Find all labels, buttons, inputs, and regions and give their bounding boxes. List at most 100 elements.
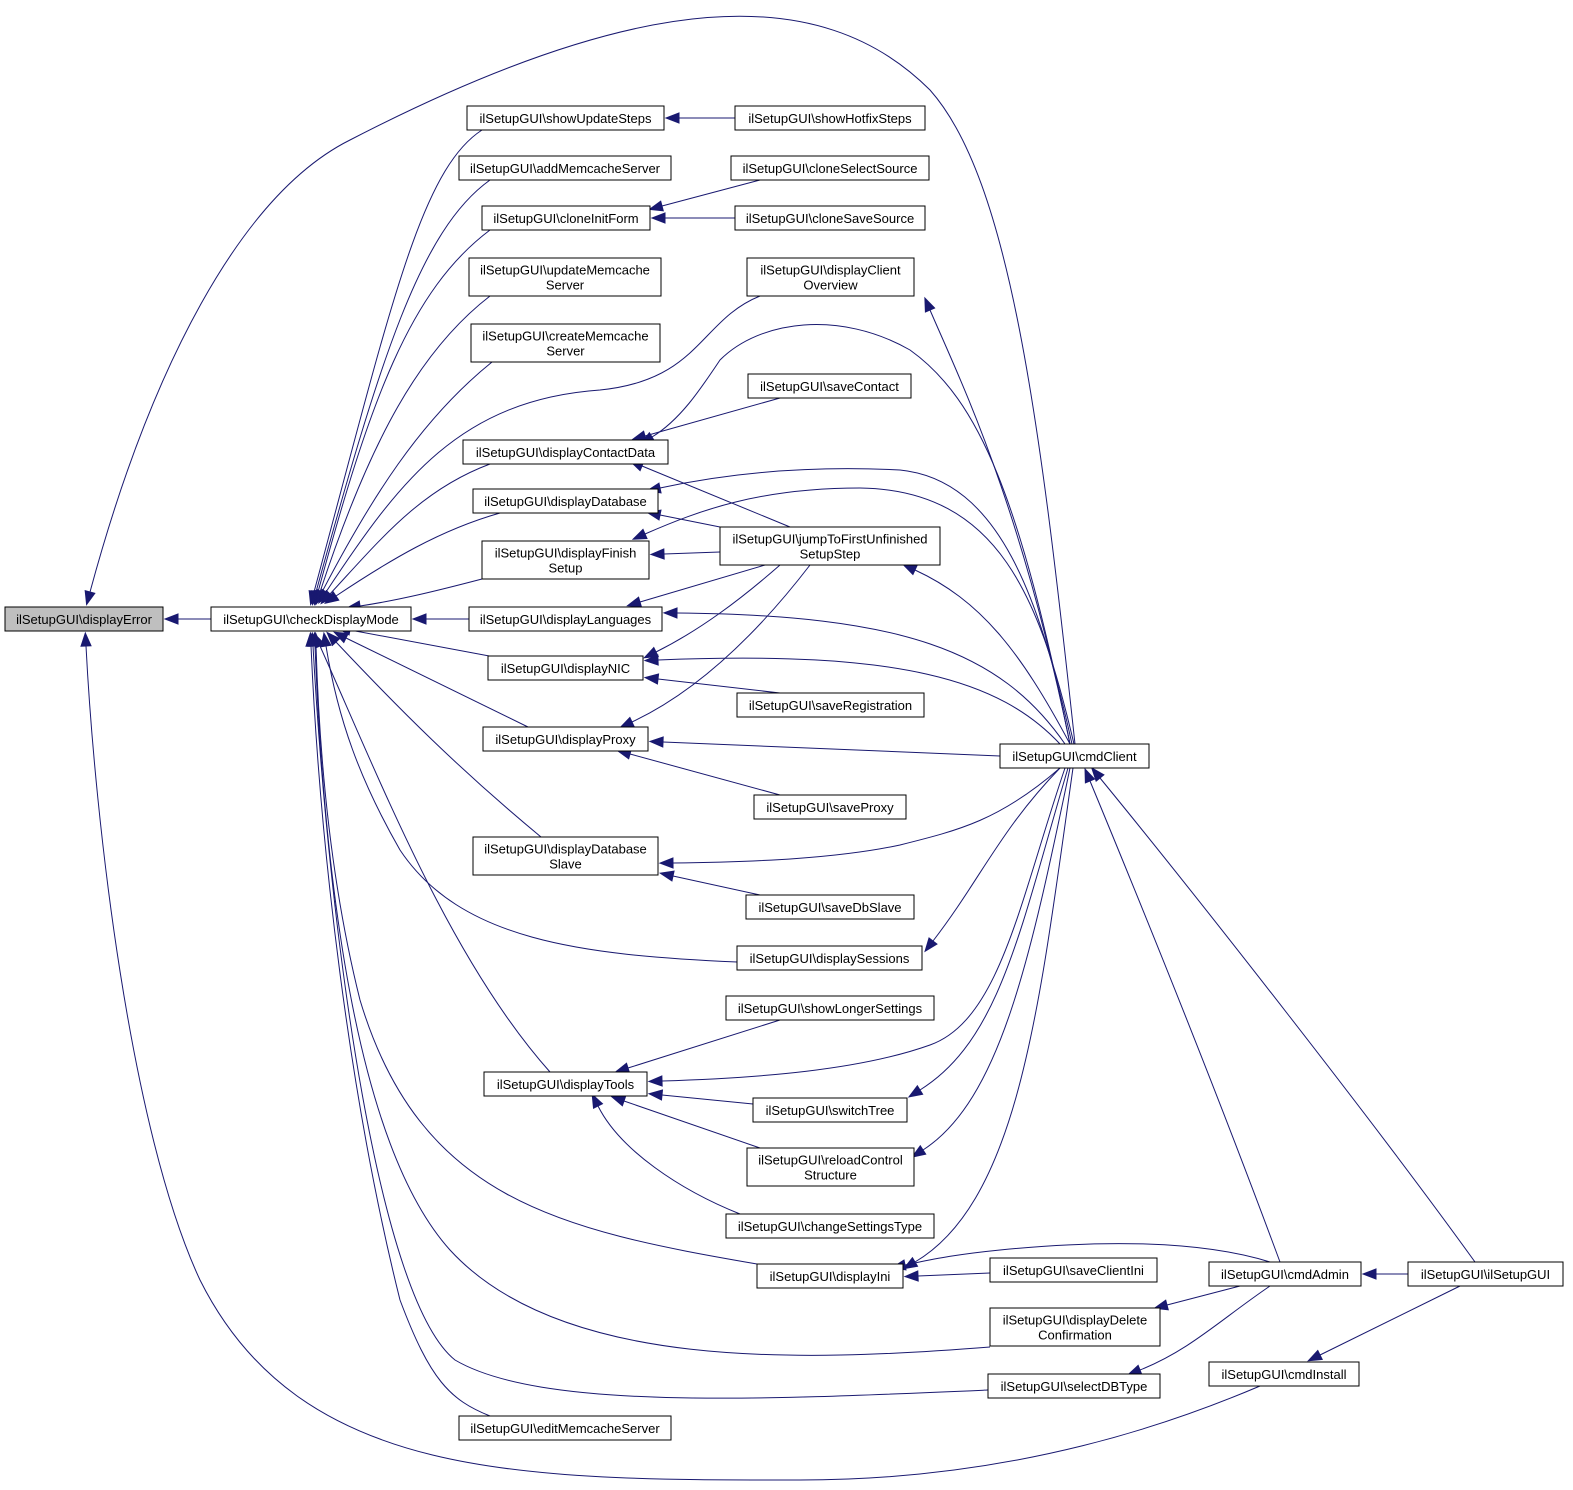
node-clone-init-form[interactable]: ilSetupGUI\cloneInitForm [481,205,651,231]
node-add-memcache-server[interactable]: ilSetupGUI\addMemcacheServer [458,155,672,181]
edge-jump-to-first-unfinished-setup-step-to-display-languages [626,564,766,608]
arrowhead-icon [648,736,664,748]
node-box [1208,1261,1362,1287]
node-jump-to-first-unfinished-setup-step[interactable]: ilSetupGUI\jumpToFirstUnfinishedSetupSte… [719,526,941,566]
node-display-sessions[interactable]: ilSetupGUI\displaySessions [736,945,923,971]
node-cmd-install[interactable]: ilSetupGUI\cmdInstall [1208,1361,1360,1387]
arrowhead-icon [1361,1268,1377,1280]
node-label: ilSetupGUI\displayDatabase [484,842,647,857]
node-show-hotfix-steps[interactable]: ilSetupGUI\showHotfixSteps [734,105,926,131]
node-display-error[interactable]: ilSetupGUI\displayError [4,606,164,632]
arrowhead-icon [1307,1349,1323,1362]
node-label: ilSetupGUI\displayContactData [476,445,656,460]
arrowhead-icon [618,716,635,729]
arrowhead-icon [411,613,427,625]
node-display-contact-data[interactable]: ilSetupGUI\displayContactData [462,439,669,465]
node-box [989,1257,1158,1283]
node-save-client-ini[interactable]: ilSetupGUI\saveClientIni [989,1257,1158,1283]
edge-cmd-admin-to-select-dbtype [1126,1285,1271,1376]
arrowhead-icon [650,212,666,224]
node-save-proxy[interactable]: ilSetupGUI\saveProxy [753,794,907,820]
arrowhead-icon [643,654,659,666]
node-box [725,995,935,1021]
edge-display-database-slave-to-check-display-mode [326,631,542,838]
node-save-db-slave[interactable]: ilSetupGUI\saveDbSlave [745,894,915,920]
node-switch-tree[interactable]: ilSetupGUI\switchTree [752,1097,908,1123]
node-show-update-steps[interactable]: ilSetupGUI\showUpdateSteps [466,105,665,131]
edge-line [315,645,758,1265]
edge-line [676,612,1066,745]
arrowhead-icon [901,563,918,576]
node-il-setup-gui[interactable]: ilSetupGUI\ilSetupGUI [1407,1261,1564,1287]
edge-line [661,1094,754,1105]
edge-il-setup-gui-to-cmd-install [1307,1285,1461,1362]
node-cmd-admin[interactable]: ilSetupGUI\cmdAdmin [1208,1261,1362,1287]
edge-line [85,645,1261,1481]
arrowhead-icon [614,1062,631,1074]
arrowhead-icon [907,1084,924,1098]
node-select-dbtype[interactable]: ilSetupGUI\selectDBType [987,1373,1161,1399]
node-box [734,205,926,231]
node-box [468,257,662,297]
node-label: ilSetupGUI\selectDBType [1001,1379,1148,1394]
node-box [736,692,925,718]
edge-line [672,875,761,896]
edge-line [659,514,721,528]
edge-line [914,569,1071,745]
node-display-tools[interactable]: ilSetupGUI\displayTools [483,1071,648,1097]
node-box [753,794,907,820]
node-box [987,1373,1161,1399]
node-box [4,606,164,632]
node-box [458,1415,672,1441]
edge-cmd-client-to-switch-tree [907,767,1069,1098]
edge-line [651,324,1071,745]
edge-il-setup-gui-to-cmd-client [1090,766,1476,1263]
edge-line [629,753,781,796]
node-box [210,606,412,632]
edge-edit-memcache-server-to-check-display-mode [305,631,491,1417]
arrowhead-icon [643,673,660,685]
node-label: ilSetupGUI\saveDbSlave [758,900,901,915]
edge-check-display-mode-to-display-error [163,613,211,625]
edge-display-sessions-to-check-display-mode [320,631,738,963]
arrowhead-icon [324,590,340,604]
edge-line [1139,1285,1271,1371]
arrowhead-icon [658,870,675,882]
node-display-ini[interactable]: ilSetupGUI\displayIni [756,1263,904,1289]
node-cmd-client[interactable]: ilSetupGUI\cmdClient [999,743,1150,769]
node-display-database[interactable]: ilSetupGUI\displayDatabase [472,488,659,514]
edge-save-db-slave-to-display-database-slave [658,870,761,896]
node-change-settings-type[interactable]: ilSetupGUI\changeSettingsType [725,1213,935,1239]
node-box [483,1071,648,1097]
node-box [745,894,915,920]
node-display-proxy[interactable]: ilSetupGUI\displayProxy [482,726,649,752]
edge-line [641,465,791,528]
node-edit-memcache-server[interactable]: ilSetupGUI\editMemcacheServer [458,1415,672,1441]
arrowhead-icon [647,1075,663,1087]
node-save-registration[interactable]: ilSetupGUI\saveRegistration [736,692,925,718]
node-clone-select-source[interactable]: ilSetupGUI\cloneSelectSource [730,155,930,181]
edge-save-contact-to-display-contact-data [631,397,781,442]
arrowhead-icon [631,528,648,540]
edge-line [644,397,781,437]
arrowhead-icon [305,631,317,647]
node-box [730,155,930,181]
edge-line [623,1100,761,1149]
node-display-nic[interactable]: ilSetupGUI\displayNIC [487,655,644,681]
node-display-languages[interactable]: ilSetupGUI\displayLanguages [468,606,663,632]
node-show-longer-settings[interactable]: ilSetupGUI\showLongerSettings [725,995,935,1021]
node-label: SetupStep [800,547,861,562]
edge-line [661,767,1066,1082]
arrowhead-icon [1084,767,1096,784]
node-check-display-mode[interactable]: ilSetupGUI\checkDisplayMode [210,606,412,632]
node-clone-save-source[interactable]: ilSetupGUI\cloneSaveSource [734,205,926,231]
node-label: ilSetupGUI\switchTree [766,1103,895,1118]
node-save-contact[interactable]: ilSetupGUI\saveContact [747,373,912,399]
